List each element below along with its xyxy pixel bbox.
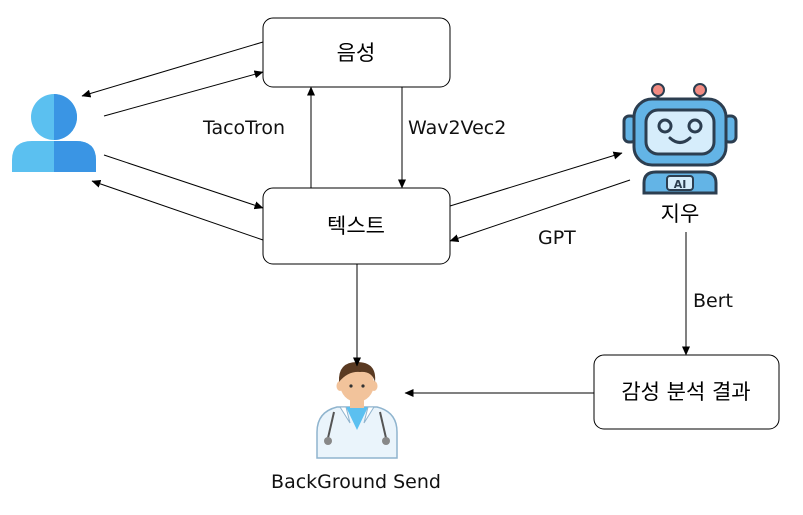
wav2vec2-label: Wav2Vec2: [408, 117, 506, 139]
text-label: 텍스트: [327, 214, 385, 238]
sentiment-label: 감성 분석 결과: [621, 380, 750, 404]
robot-badge-label: AI: [674, 178, 687, 191]
tacotron-label: TacoTron: [202, 117, 285, 139]
robot-icon: AI: [622, 83, 738, 195]
sentiment-node: 감성 분석 결과: [593, 354, 780, 430]
user-icon: [12, 94, 96, 172]
voice-node: 음성: [262, 17, 451, 88]
arrow-text-to-robot: [449, 151, 623, 207]
gpt-label: GPT: [538, 227, 576, 249]
arrow-voice-to-user: [81, 41, 264, 98]
doctor-icon: [316, 362, 398, 459]
arrow-robot-to-text: [449, 179, 631, 243]
arrow-text-to-user: [91, 179, 264, 241]
voice-label: 음성: [337, 41, 376, 65]
background-label: BackGround Send: [271, 471, 441, 493]
arrow-user-to-voice: [103, 70, 264, 117]
arrow-user-to-text: [103, 154, 264, 210]
text-node: 텍스트: [262, 187, 451, 265]
jiwoo-label: 지우: [661, 202, 700, 226]
bert-label: Bert: [693, 290, 733, 312]
